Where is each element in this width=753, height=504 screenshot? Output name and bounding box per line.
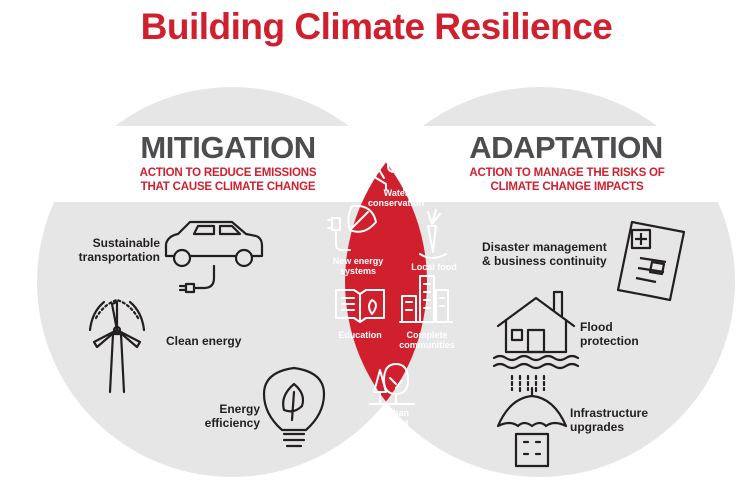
water-hands-icon xyxy=(371,149,419,191)
house-icon xyxy=(492,290,580,370)
label-disaster-management: Disaster management & business continuit… xyxy=(482,240,607,268)
lightbulb-icon xyxy=(262,366,326,448)
label-infrastructure-upgrades: Infrastructure upgrades xyxy=(570,406,649,434)
document-icon xyxy=(616,220,686,302)
wind-turbine-icon xyxy=(88,298,146,394)
plug-leaf-icon xyxy=(327,204,377,251)
umbrella-icon xyxy=(496,374,568,468)
label-flood-protection: Flood protection xyxy=(580,320,639,348)
label-water-conservation: Water conservation xyxy=(367,188,425,208)
label-new-energy-systems: New energy systems xyxy=(332,256,384,276)
label-clean-energy: Clean energy xyxy=(166,334,242,348)
tree-icon xyxy=(369,363,415,405)
label-urban-forest: Urban forest xyxy=(382,408,409,428)
label-energy-efficiency: Energy efficiency xyxy=(204,402,260,430)
label-local-food: Local food xyxy=(411,262,457,272)
mitigation-subtitle-line1: ACTION TO REDUCE EMISSIONS xyxy=(139,167,317,179)
mitigation-heading: MITIGATION xyxy=(140,130,316,165)
label-sustainable-transportation: Sustainable transportation xyxy=(78,236,160,264)
mitigation-subtitle-line2: THAT CAUSE CLIMATE CHANGE xyxy=(140,181,316,193)
carrot-icon xyxy=(419,209,447,259)
city-icon xyxy=(399,275,453,323)
label-education: Education xyxy=(338,330,382,340)
page-title: Building Climate Resilience xyxy=(140,6,613,47)
label-complete-communities: Complete communities xyxy=(399,330,455,350)
adaptation-subtitle-line1: ACTION TO MANAGE THE RISKS OF xyxy=(469,167,665,179)
book-icon xyxy=(335,289,385,323)
car-icon xyxy=(164,220,264,294)
adaptation-heading: ADAPTATION xyxy=(469,130,663,165)
adaptation-subtitle-line2: CLIMATE CHANGE IMPACTS xyxy=(490,181,644,193)
